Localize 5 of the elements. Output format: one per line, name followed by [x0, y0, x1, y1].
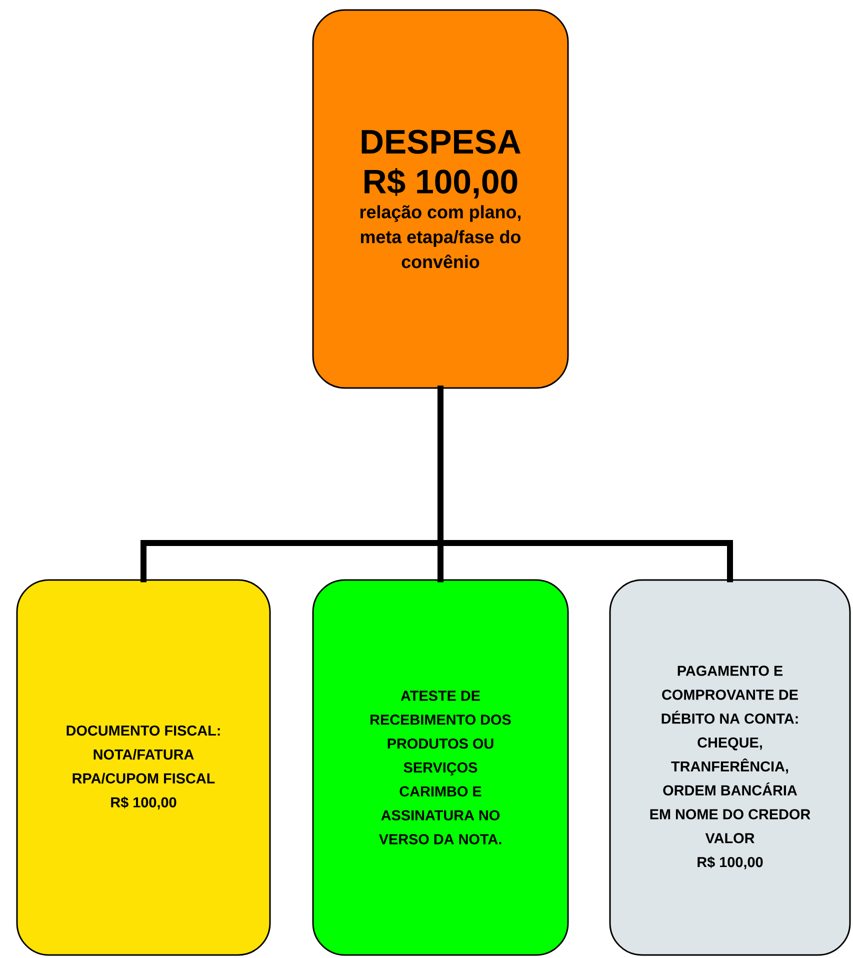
process-box: ATESTE DE RECEBIMENTO DOS PRODUTOS OU SERVIÇOS CARIMBO E ASSINATURA NO VERSO DA NOTA.	[312, 579, 569, 956]
process-box: DESPESA R$ 100,00 relação com plano, meta etapa/fase do convênio	[312, 9, 569, 389]
process-box: PAGAMENTO E COMPROVANTE DE DÉBITO NA CONTA: CHEQUE, TRANFERÊNCIA, ORDEM BANCÁRIA EM NOME DO CREDOR VALOR R$ 100,00	[609, 579, 851, 956]
connector-line	[438, 386, 733, 582]
process-box: DOCUMENTO FISCAL: NOTA/FATURA RPA/CUPOM FISCAL R$ 100,00	[16, 579, 271, 956]
